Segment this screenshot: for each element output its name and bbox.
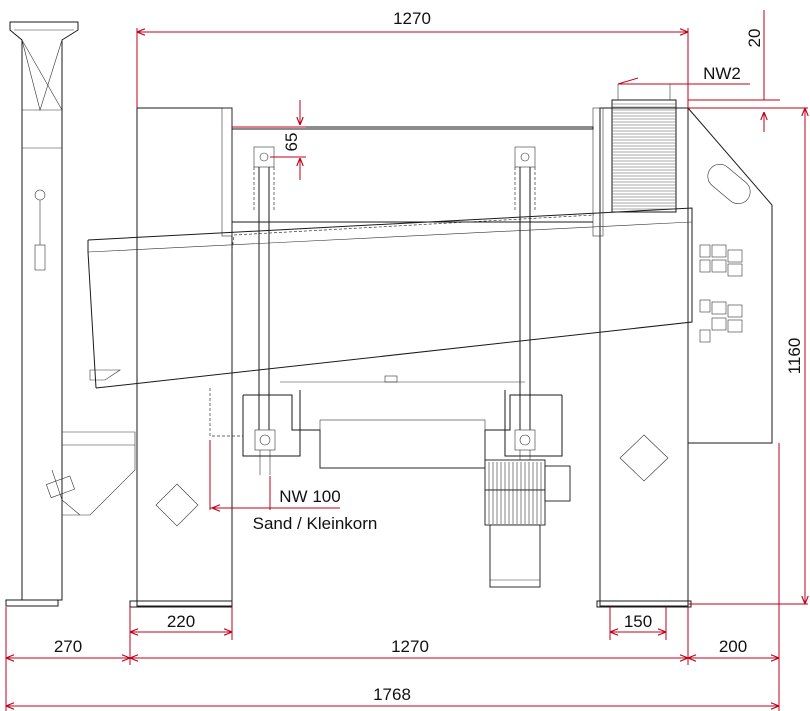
dim-right-span: 200 bbox=[719, 637, 747, 656]
dim-nozzle-top: NW2 bbox=[703, 64, 741, 83]
hanger-left bbox=[253, 146, 276, 475]
dim-top-offset: 20 bbox=[745, 29, 764, 48]
dim-outlet-label: Sand / Kleinkorn bbox=[253, 514, 378, 533]
left-frame-leg bbox=[129, 107, 233, 608]
sieve-trough bbox=[87, 207, 693, 389]
inlet-nozzle bbox=[611, 83, 677, 213]
right-frame-leg bbox=[592, 107, 692, 608]
elevator-column bbox=[5, 21, 136, 607]
outlet-housing bbox=[687, 107, 773, 444]
valve-cluster-lower bbox=[699, 299, 743, 343]
dim-overall-height: 1160 bbox=[785, 338, 804, 375]
valve-cluster-upper bbox=[699, 244, 743, 277]
dim-right-foot: 150 bbox=[624, 612, 652, 631]
drive-unit bbox=[209, 375, 563, 469]
top-beam bbox=[231, 126, 594, 223]
dim-left-span: 270 bbox=[54, 637, 82, 656]
dim-total-width: 1768 bbox=[373, 685, 411, 704]
dim-top-width: 1270 bbox=[393, 9, 431, 28]
dimension-labels: 1270 20 NW2 65 1160 NW 100 Sand / Kleink… bbox=[54, 9, 804, 704]
dimension-lines bbox=[5, 10, 808, 711]
dim-mount-height: 65 bbox=[282, 133, 301, 152]
motor bbox=[484, 459, 571, 588]
hanger-right bbox=[514, 146, 536, 475]
dim-bottom-width: 1270 bbox=[391, 637, 429, 656]
dim-outlet-size: NW 100 bbox=[279, 487, 340, 506]
dim-left-foot: 220 bbox=[167, 612, 195, 631]
